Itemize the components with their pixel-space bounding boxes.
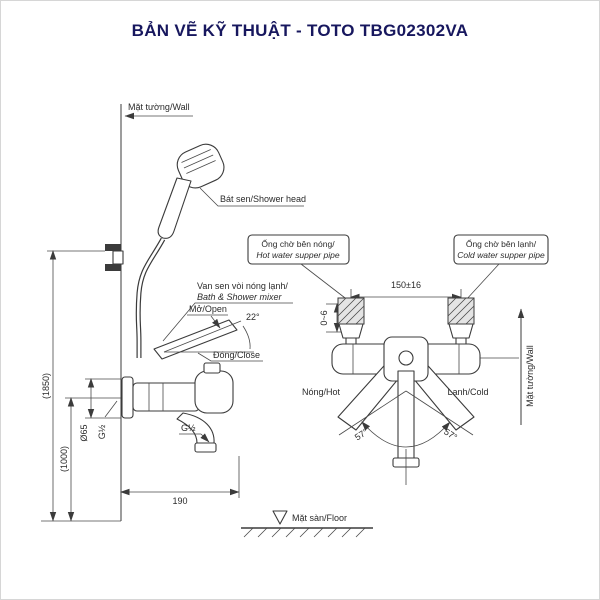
diverter-knob xyxy=(203,362,221,374)
open-arrow xyxy=(210,315,221,329)
cold-pipe-label-line2: Cold water supper pipe xyxy=(457,250,545,260)
front-view: Ống chờ bên nóng/ Hot water supper pipe … xyxy=(247,234,549,485)
dim-1000-label: (1000) xyxy=(59,446,69,472)
swing-line-right xyxy=(405,390,474,436)
open-label: Mở/Open xyxy=(189,304,227,314)
swing-line-left xyxy=(338,390,407,436)
mixer-label-line1: Van sen vòi nóng lạnh/ xyxy=(197,281,288,291)
wall-bracket-top xyxy=(105,244,121,251)
front-spout xyxy=(397,370,415,462)
wall-label: Mặt tường/Wall xyxy=(128,102,190,112)
mixer-label-line2: Bath & Shower mixer xyxy=(197,292,283,302)
floor-hatch xyxy=(243,527,366,538)
mixer-body-front xyxy=(331,336,481,468)
hot-supply-assembly xyxy=(337,297,365,345)
mixer-barrel xyxy=(132,382,200,412)
inlet-thread-leader xyxy=(104,400,118,418)
side-dimensions: (1850) (1000) Ø65 G½ 190 xyxy=(41,250,240,522)
dim-150-label: 150±16 xyxy=(391,280,421,290)
cold-nipple xyxy=(455,337,467,345)
floor-label: Mặt sàn/Floor xyxy=(292,513,347,523)
wall-bracket-bottom xyxy=(105,264,121,271)
cold-union-nut xyxy=(448,323,474,339)
cold-supply-hatch xyxy=(447,297,475,325)
shower-head-leader xyxy=(199,187,304,207)
cold-side-label: Lạnh/Cold xyxy=(447,387,488,397)
shower-hose-outer xyxy=(135,237,166,358)
swing-angles: 57° 57° xyxy=(338,390,474,485)
cold-pipe-label-line1: Ống chờ bên lạnh/ xyxy=(466,238,537,249)
shower-hose-inner xyxy=(136,238,165,358)
inlet-thread-label: G½ xyxy=(97,424,107,439)
open-position-line xyxy=(163,320,242,353)
dim-190-label: 190 xyxy=(172,496,187,506)
floor-triangle xyxy=(272,510,288,525)
cold-pipe-leader xyxy=(464,263,500,302)
mixer-body-side xyxy=(121,362,234,453)
cold-supply-assembly xyxy=(447,297,475,345)
wall-bracket-hook xyxy=(112,250,124,265)
cold-pipe-callout-box xyxy=(453,234,549,265)
close-label: Đóng/Close xyxy=(213,350,260,360)
hot-nipple xyxy=(345,337,357,345)
hot-side-label: Nóng/Hot xyxy=(302,387,341,397)
side-view: Mặt tường/Wall Bát sen/Shower head Van s… xyxy=(41,102,373,538)
shower-head xyxy=(105,143,225,358)
angle-arc-22 xyxy=(242,325,251,350)
open-angle-label: 22° xyxy=(246,312,260,322)
hot-supply-hatch xyxy=(337,297,365,325)
shower-handle xyxy=(157,177,192,239)
spout-outlet xyxy=(194,442,217,453)
hot-pipe-label-line2: Hot water supper pipe xyxy=(256,250,339,260)
wall-label-front: Mặt tường/Wall xyxy=(525,345,535,407)
escutcheon xyxy=(121,376,134,419)
spout-thread-arrow xyxy=(200,433,210,443)
hot-pipe-callout-box xyxy=(247,234,350,265)
valve-head xyxy=(194,370,234,414)
hot-pipe-label-line1: Ống chờ bên nóng/ xyxy=(261,238,335,249)
close-leader xyxy=(197,352,263,362)
mixer-lever: 22° xyxy=(153,312,260,360)
floor-symbol: Mặt sàn/Floor xyxy=(241,510,373,538)
dim-1850-label: (1850) xyxy=(41,373,51,399)
hot-pipe-leader xyxy=(300,263,350,302)
shower-face-lines xyxy=(181,149,216,174)
dim-gap-label: 0~6 xyxy=(319,310,329,325)
mixer-label-leader xyxy=(162,302,293,342)
dim-65-label: Ø65 xyxy=(79,424,89,441)
shower-head-label: Bát sen/Shower head xyxy=(220,194,306,204)
hot-union-nut xyxy=(338,323,364,339)
page-title: BẢN VẼ KỸ THUẬT - TOTO TBG02302VA xyxy=(131,21,469,40)
spout-thread-label: G½ xyxy=(181,423,196,433)
cartridge-cap xyxy=(398,350,414,366)
swing-arc xyxy=(361,421,451,448)
